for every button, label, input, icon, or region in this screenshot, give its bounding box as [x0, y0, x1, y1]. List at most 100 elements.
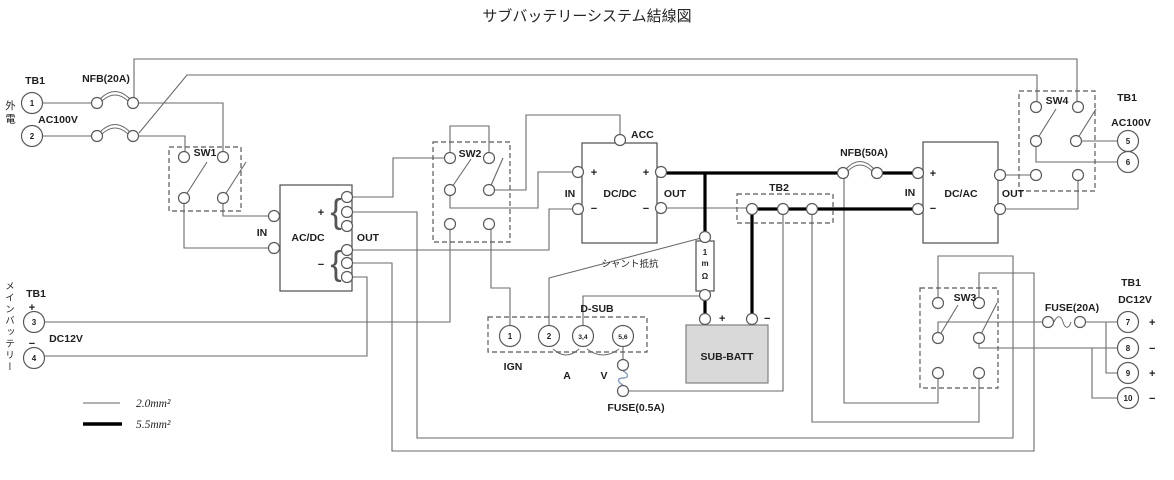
- ammeter-arc: [552, 348, 580, 356]
- svg-text:1: 1: [508, 332, 513, 341]
- voltmeter-label: V: [600, 370, 607, 382]
- nfb50-label: NFB(50A): [840, 147, 888, 159]
- terminal-2: [20, 124, 44, 148]
- dc12v-left-label: DC12V: [49, 333, 83, 345]
- svg-text:5,6: 5,6: [618, 334, 628, 341]
- fuse20-label: FUSE(20A): [1045, 302, 1099, 314]
- dcdc-out-plus: +: [643, 167, 649, 179]
- dcac-in-label: IN: [905, 187, 916, 199]
- shunt-value-1: 1: [703, 248, 708, 257]
- acdc-label: AC/DC: [291, 232, 325, 244]
- sw2-lever: [449, 158, 472, 191]
- acdc-plus-brace: {: [330, 193, 341, 231]
- dcac-inverter-box: [922, 141, 999, 244]
- svg-text:2: 2: [547, 332, 552, 341]
- terminal-1: [20, 91, 44, 115]
- acc-label: ACC: [631, 129, 654, 141]
- shunt-value-ohm: Ω: [702, 272, 709, 281]
- dcdc-out-minus: −: [643, 203, 649, 215]
- dsub-label: D-SUB: [580, 303, 614, 315]
- svg-text:6: 6: [1126, 158, 1131, 167]
- sw3-label: SW3: [954, 292, 977, 304]
- sw3-lever: [978, 302, 998, 339]
- dcac-in-plus: +: [930, 168, 936, 180]
- svg-text:7: 7: [1126, 318, 1131, 327]
- dsub-pin-2: [537, 324, 561, 348]
- sw3-lever: [937, 304, 959, 339]
- tb1-right-bottom-label: TB1: [1121, 277, 1141, 289]
- tb2-box: [736, 193, 834, 224]
- svg-text:9: 9: [1126, 369, 1131, 378]
- shunt-label: シャント抵抗: [601, 258, 659, 270]
- dsub-pin-56: [611, 324, 635, 348]
- svg-text:4: 4: [32, 354, 37, 363]
- sw2-label: SW2: [459, 148, 482, 160]
- t9-plus: +: [1149, 368, 1155, 380]
- fuse-0.5a-element: [617, 370, 629, 386]
- dcdc-out-label: OUT: [664, 188, 687, 200]
- wiring-thin: [34, 58, 1128, 452]
- dcdc-in-label: IN: [565, 188, 576, 200]
- terminal-8: [1116, 336, 1140, 360]
- sw1-lever: [183, 161, 208, 199]
- ac100v-left-label: AC100V: [38, 114, 78, 126]
- dsub-box: [487, 316, 648, 353]
- ac100v-right-label: AC100V: [1111, 117, 1151, 129]
- ign-label: IGN: [504, 361, 523, 373]
- subbatt-minus: −: [764, 313, 770, 325]
- main-battery-label: メインバッテリー: [3, 281, 14, 373]
- terminal-9: [1116, 361, 1140, 385]
- terminal-3: [22, 310, 46, 334]
- sw4-label: SW4: [1046, 95, 1069, 107]
- sw3-box: [919, 287, 999, 389]
- acdc-minus: −: [318, 259, 324, 271]
- dcdc-in-minus: −: [591, 203, 597, 215]
- sw1-label: SW1: [194, 147, 217, 159]
- dcdc-label: DC/DC: [603, 188, 637, 200]
- svg-text:2: 2: [30, 132, 35, 141]
- dcdc-converter-box: [581, 142, 658, 244]
- acdc-minus-brace: {: [330, 245, 341, 283]
- legend-thin-label: 2.0mm²: [136, 398, 171, 410]
- ammeter-label: A: [563, 370, 571, 382]
- svg-text:8: 8: [1126, 344, 1131, 353]
- sub-battery-box: [685, 324, 769, 384]
- t4-minus: −: [29, 338, 35, 350]
- acdc-in-label: IN: [257, 227, 268, 239]
- dsub-pin-1: [498, 324, 522, 348]
- sw1-lever: [222, 161, 247, 199]
- dsub-pin-34: [571, 324, 595, 348]
- external-power-label: 外電: [4, 100, 16, 127]
- terminal-7: [1116, 310, 1140, 334]
- dcdc-in-plus: +: [591, 167, 597, 179]
- terminal-6: [1116, 150, 1140, 174]
- svg-text:3: 3: [32, 318, 37, 327]
- voltmeter-arc: [586, 348, 620, 356]
- svg-text:3,4: 3,4: [578, 334, 588, 341]
- sw4-lever: [1075, 108, 1097, 142]
- tb1-left-bottom-label: TB1: [26, 288, 46, 300]
- tb1-right-top-label: TB1: [1117, 92, 1137, 104]
- dcac-out-label: OUT: [1002, 188, 1025, 200]
- t10-minus: −: [1149, 393, 1155, 405]
- nfb20-label: NFB(20A): [82, 73, 130, 85]
- numbered-terminals: 1 2 3 4 5 6 7 8 9 10 1 2 3,4 5,6: [20, 91, 1140, 410]
- sw2-box: [432, 141, 511, 243]
- legend: [83, 402, 122, 426]
- terminal-10: [1116, 386, 1140, 410]
- connection-points: [90, 96, 1087, 398]
- terminal-4: [22, 346, 46, 370]
- subbatt-plus: +: [719, 313, 725, 325]
- svg-text:1: 1: [30, 99, 35, 108]
- t3-plus: +: [29, 302, 35, 314]
- fuse-20a-element: [1053, 316, 1072, 328]
- shunt-value-m: m: [701, 259, 708, 268]
- acdc-out-label: OUT: [357, 232, 380, 244]
- tb2-label: TB2: [769, 182, 789, 194]
- subbatt-label: SUB-BATT: [701, 351, 754, 363]
- dcac-in-minus: −: [930, 203, 936, 215]
- acdc-plus: +: [318, 207, 324, 219]
- tb1-left-top-label: TB1: [25, 75, 45, 87]
